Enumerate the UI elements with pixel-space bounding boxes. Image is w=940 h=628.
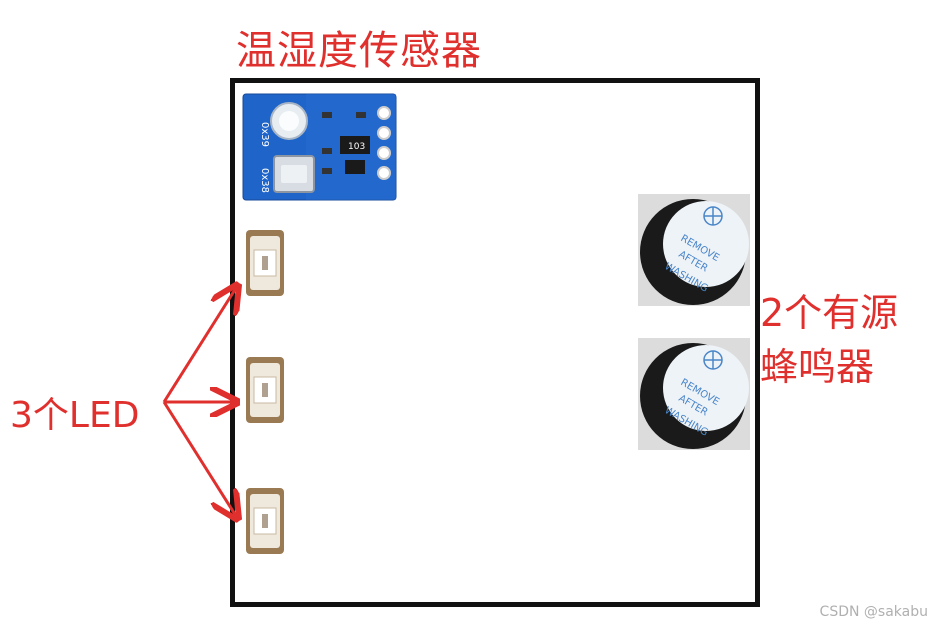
sensor-silk-top: 0x39 (259, 122, 270, 147)
arrow-to-led-top (162, 288, 236, 403)
arrow-to-led-bottom (162, 401, 236, 516)
watermark: CSDN @sakabu (819, 604, 928, 620)
sensor-module: 0x39 0x38 103 (242, 93, 397, 201)
led-bottom (246, 488, 284, 554)
buzzer-caption-line1: 2个有源 (760, 291, 899, 335)
sensor-chip-marking: 103 (348, 142, 365, 152)
buzzer-top: REMOVE AFTER WASHING (638, 194, 750, 306)
led-top (246, 230, 284, 296)
buzzer-caption: 2个有源 蜂鸣器 (760, 286, 898, 394)
led-middle (246, 357, 284, 423)
sensor-title: 温湿度传感器 (236, 28, 482, 74)
led-arrows (162, 288, 236, 516)
led-caption: 3个LED (10, 395, 140, 436)
buzzer-bottom: REMOVE AFTER WASHING (638, 338, 750, 450)
buzzer-caption-line2: 蜂鸣器 (760, 345, 875, 389)
sensor-silk-bottom: 0x38 (259, 168, 270, 193)
